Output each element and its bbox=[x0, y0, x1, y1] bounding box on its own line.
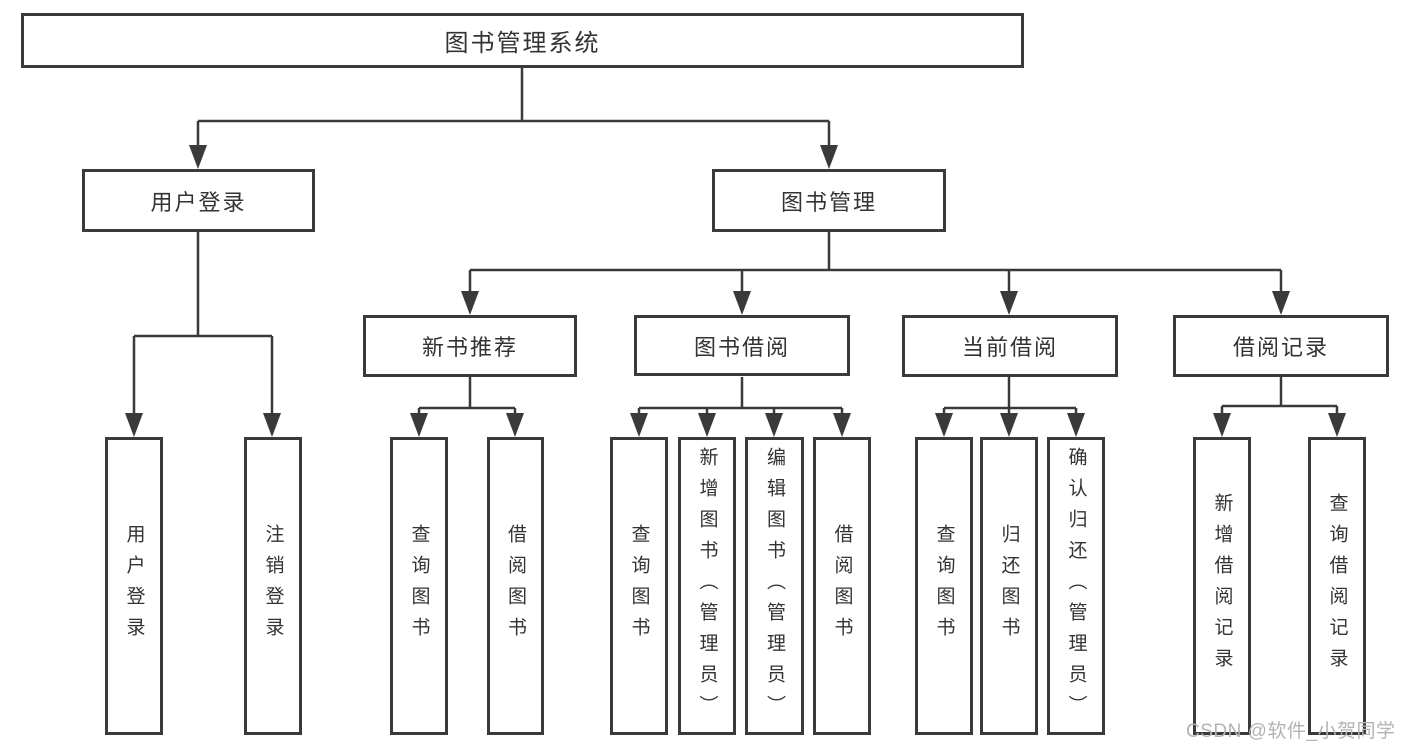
arrowhead bbox=[630, 413, 648, 437]
leaf-borrow-borrow-books-label: 借阅图书 bbox=[831, 524, 853, 648]
leaf-user-login-label: 用户登录 bbox=[123, 524, 145, 648]
arrowhead bbox=[935, 413, 953, 437]
arrowhead bbox=[765, 413, 783, 437]
node-book-management-label: 图书管理 bbox=[780, 189, 877, 215]
leaf-logout-label: 注销登录 bbox=[262, 524, 284, 648]
leaf-recommend-query-books-label: 查询图书 bbox=[408, 524, 430, 648]
node-borrow-records: 借阅记录 bbox=[1173, 315, 1389, 377]
leaf-records-add-record-label: 新增借阅记录 bbox=[1211, 493, 1233, 679]
leaf-recommend-borrow-books: 借阅图书 bbox=[487, 437, 544, 735]
leaf-current-return-books-label: 归还图书 bbox=[998, 524, 1020, 648]
leaf-borrow-add-books-admin-label: 新增图书（管理员） bbox=[696, 446, 718, 726]
leaf-current-return-books: 归还图书 bbox=[980, 437, 1038, 735]
arrowhead bbox=[733, 291, 751, 315]
leaf-borrow-query-books: 查询图书 bbox=[610, 437, 668, 735]
arrowhead bbox=[1213, 413, 1231, 437]
arrowhead bbox=[189, 145, 207, 169]
node-book-management: 图书管理 bbox=[712, 169, 946, 232]
node-book-borrow-label: 图书借阅 bbox=[693, 334, 790, 360]
leaf-borrow-borrow-books: 借阅图书 bbox=[813, 437, 871, 735]
leaf-current-query-books-label: 查询图书 bbox=[933, 524, 955, 648]
leaf-current-confirm-return-admin: 确认归还（管理员） bbox=[1047, 437, 1105, 735]
leaf-borrow-edit-books-admin: 编辑图书（管理员） bbox=[745, 437, 804, 735]
leaf-recommend-borrow-books-label: 借阅图书 bbox=[505, 524, 526, 648]
arrowheads bbox=[125, 145, 1346, 437]
arrowhead bbox=[1000, 291, 1018, 315]
node-root-system-label: 图书管理系统 bbox=[444, 30, 601, 57]
node-root-system: 图书管理系统 bbox=[21, 13, 1024, 68]
arrowhead bbox=[125, 413, 143, 437]
node-new-book-recommend: 新书推荐 bbox=[363, 315, 577, 377]
arrowhead bbox=[1000, 413, 1018, 437]
arrowhead bbox=[833, 413, 851, 437]
arrowhead bbox=[1328, 413, 1346, 437]
node-user-login-label: 用户登录 bbox=[150, 189, 247, 215]
leaf-logout: 注销登录 bbox=[244, 437, 302, 735]
arrowhead bbox=[698, 413, 716, 437]
node-new-book-recommend-label: 新书推荐 bbox=[421, 335, 518, 360]
node-user-login: 用户登录 bbox=[82, 169, 315, 232]
arrowhead bbox=[263, 413, 281, 437]
arrowhead bbox=[1272, 291, 1290, 315]
node-current-borrow: 当前借阅 bbox=[902, 315, 1118, 377]
leaf-user-login: 用户登录 bbox=[105, 437, 163, 735]
arrowhead bbox=[820, 145, 838, 169]
leaf-records-add-record: 新增借阅记录 bbox=[1193, 437, 1251, 735]
leaf-current-confirm-return-admin-label: 确认归还（管理员） bbox=[1065, 446, 1087, 726]
leaf-current-query-books: 查询图书 bbox=[915, 437, 973, 735]
leaf-borrow-edit-books-admin-label: 编辑图书（管理员） bbox=[764, 446, 785, 726]
arrowhead bbox=[410, 413, 428, 437]
arrowhead bbox=[461, 291, 479, 315]
leaf-borrow-query-books-label: 查询图书 bbox=[628, 524, 650, 648]
node-book-borrow: 图书借阅 bbox=[634, 315, 850, 376]
leaf-borrow-add-books-admin: 新增图书（管理员） bbox=[678, 437, 736, 735]
arrowhead bbox=[1067, 413, 1085, 437]
arrowhead bbox=[506, 413, 524, 437]
leaf-records-query-record: 查询借阅记录 bbox=[1308, 437, 1366, 735]
node-current-borrow-label: 当前借阅 bbox=[961, 335, 1058, 360]
leaf-records-query-record-label: 查询借阅记录 bbox=[1326, 493, 1348, 679]
leaf-recommend-query-books: 查询图书 bbox=[390, 437, 448, 735]
csdn-watermark: CSDN @软件_小贺同学 bbox=[1186, 721, 1396, 742]
node-borrow-records-label: 借阅记录 bbox=[1232, 335, 1329, 360]
